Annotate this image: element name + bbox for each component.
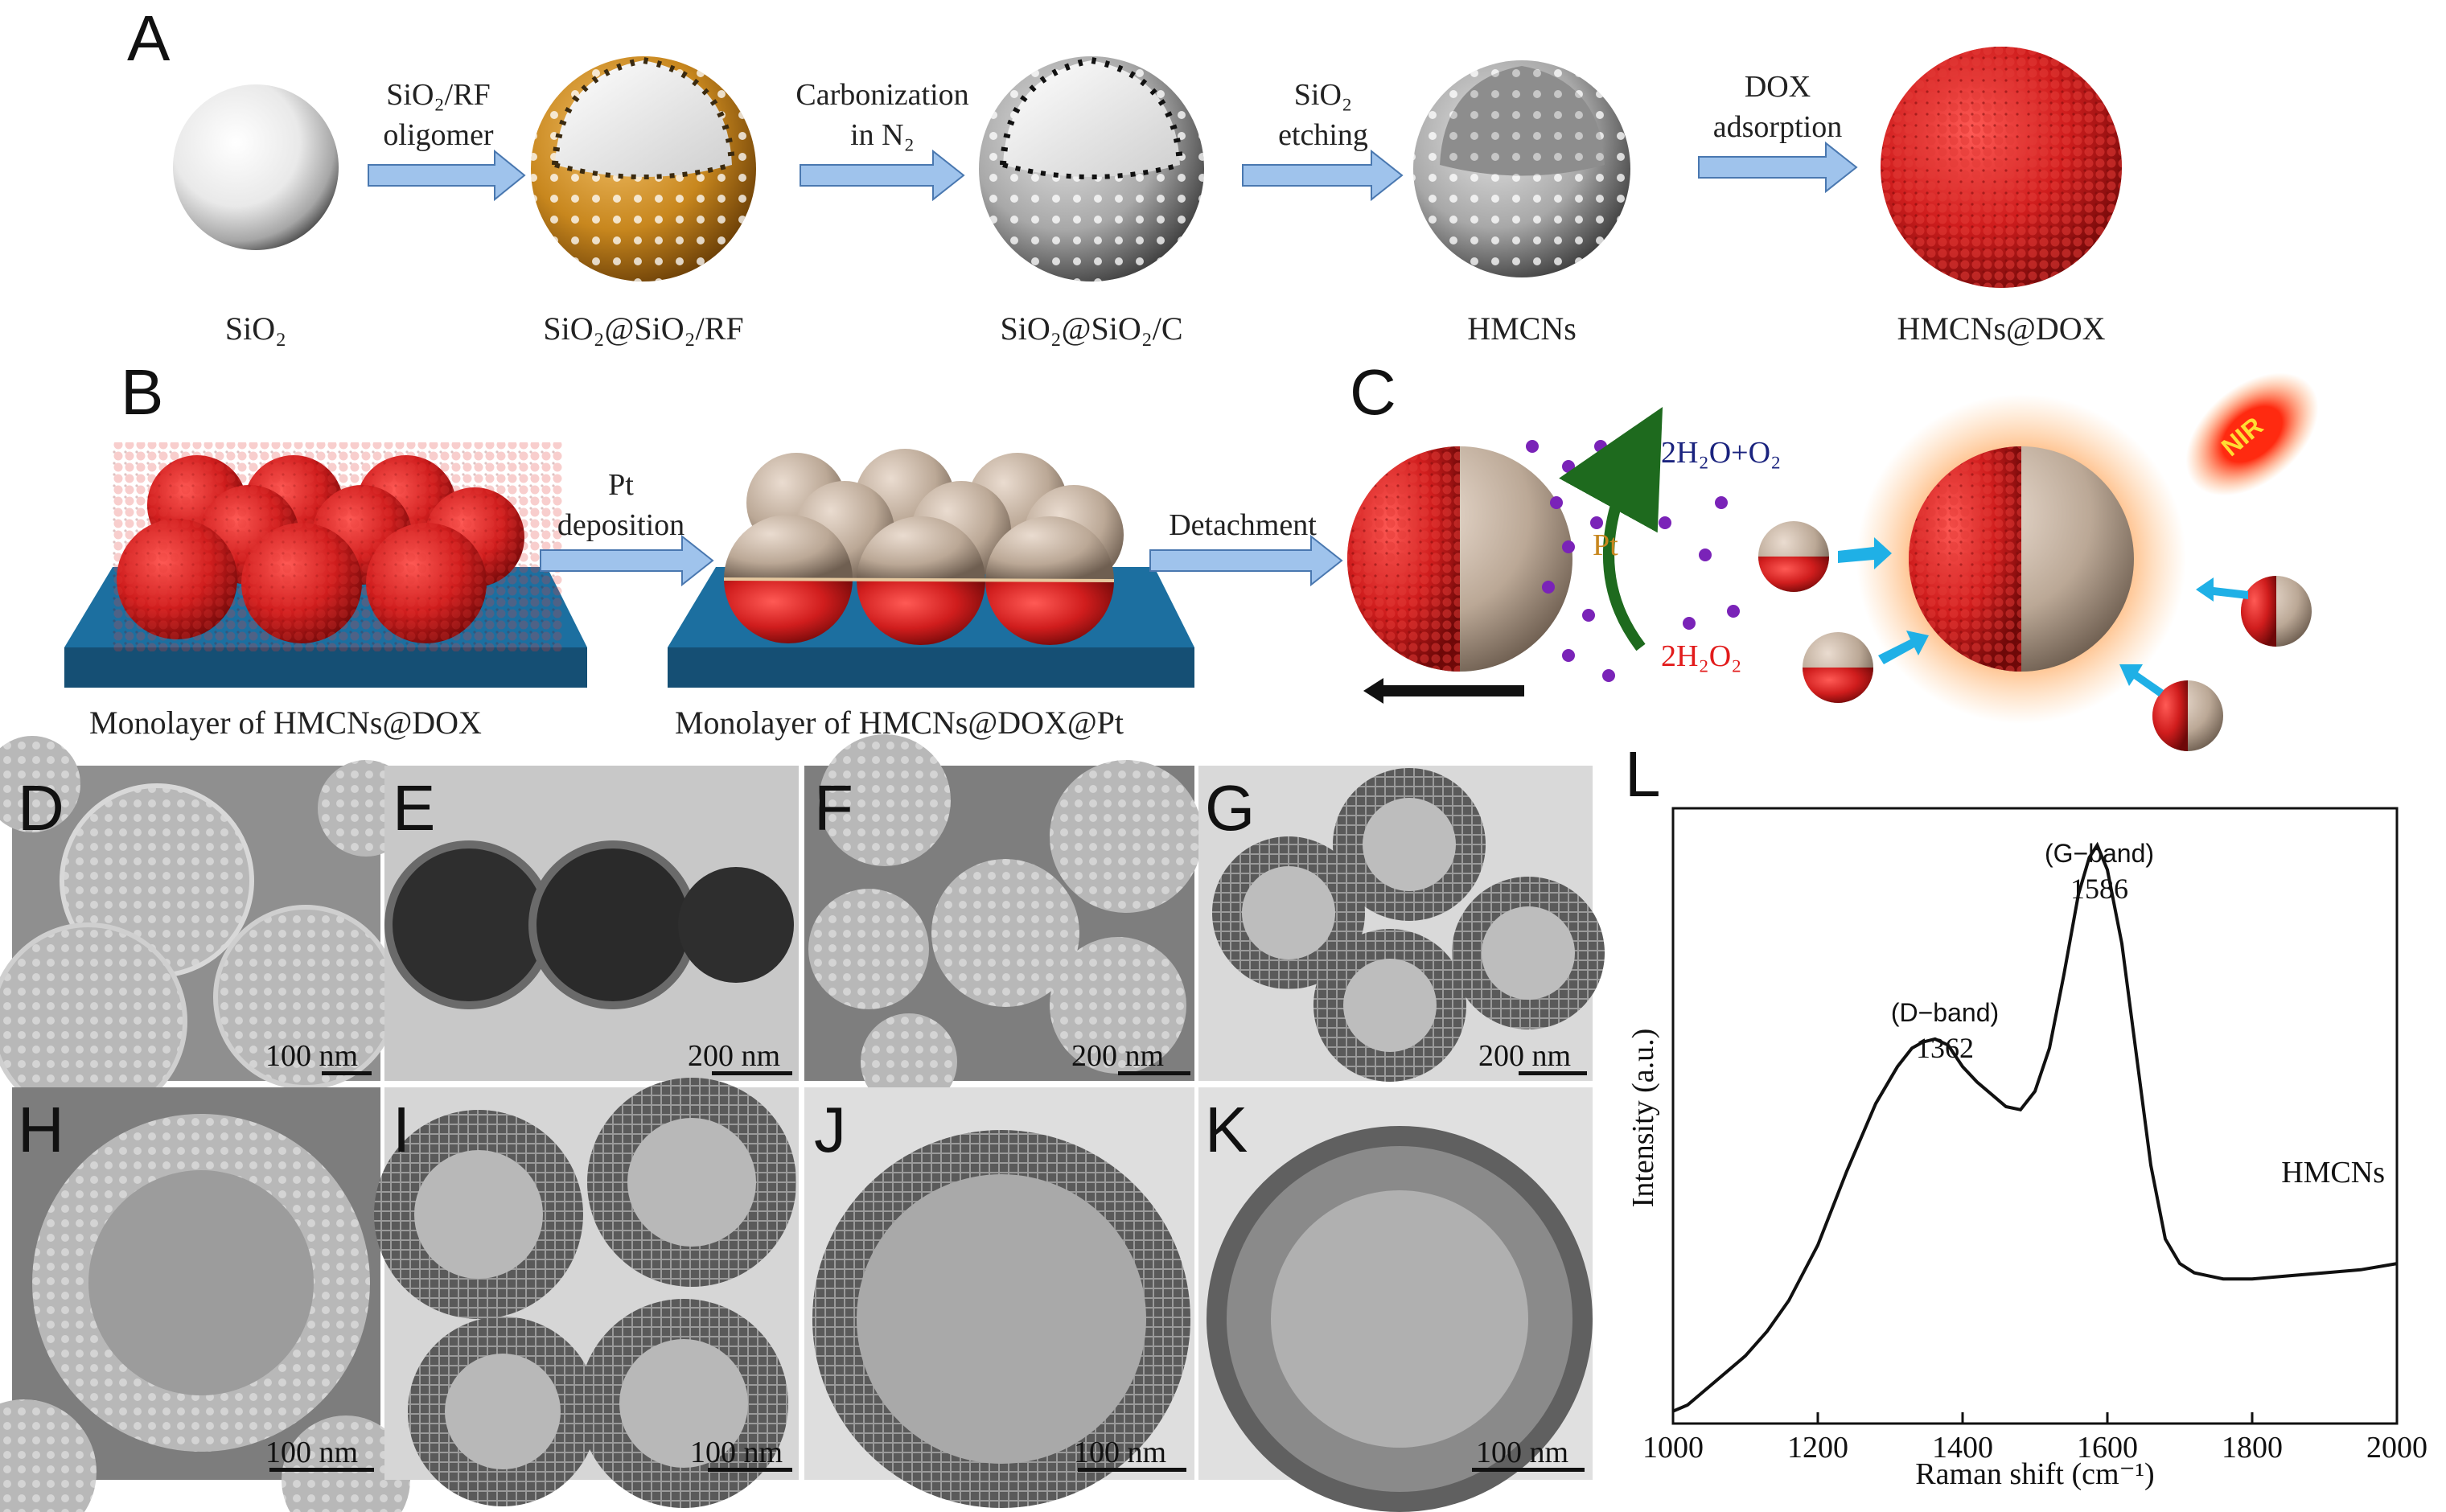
scalebar-e-label: 200 nm	[688, 1039, 780, 1073]
raman-chart: 1000 1200 1400 1600 1800 2000 Raman shift (cm…	[1626, 807, 2428, 1491]
scalebar-h-label: 100 nm	[265, 1436, 358, 1469]
caption-hmcns: HMCNs	[1467, 310, 1577, 347]
nir-source	[2185, 372, 2319, 496]
small-motor-4	[2152, 680, 2223, 751]
pt-label-1: Pt	[608, 468, 634, 502]
x-tick-label-2000: 2000	[2366, 1431, 2428, 1465]
x-tick-label-1600: 1600	[2077, 1431, 2138, 1465]
x-axis-label: Raman shift (cm⁻¹)	[1915, 1457, 2154, 1491]
janus-motor-large	[1347, 446, 1572, 672]
micrograph-i	[374, 1078, 799, 1508]
scalebar-g: 200 nm	[1478, 1039, 1587, 1075]
panel-label-e: E	[393, 772, 435, 844]
panel-label-f: F	[814, 772, 853, 844]
scalebar-i-label: 100 nm	[690, 1436, 783, 1469]
scalebar-d: 100 nm	[265, 1039, 372, 1075]
silica-sphere	[173, 84, 339, 250]
scalebar-k-label: 100 nm	[1476, 1436, 1568, 1469]
scalebar-e: 200 nm	[688, 1039, 792, 1075]
panel-label-l: L	[1625, 738, 1661, 810]
panel-label-k: K	[1205, 1094, 1248, 1165]
scalebar-i: 100 nm	[690, 1436, 792, 1472]
micrograph-k	[1198, 1087, 1593, 1512]
rf-coated-sphere	[531, 56, 756, 281]
micrograph-d	[0, 736, 414, 1120]
caption-sio2-c: SiO₂@SiO₂/C	[1000, 310, 1182, 347]
substrate-monolayer-dox	[64, 442, 587, 688]
scalebar-j: 100 nm	[1074, 1436, 1186, 1472]
dox-loaded-sphere	[1881, 47, 2122, 288]
step3-label-1: SiO₂	[1294, 78, 1352, 112]
step2-label-2: in N₂	[850, 118, 915, 152]
panel-label-j: J	[814, 1094, 846, 1165]
substrate-monolayer-pt	[668, 449, 1194, 688]
micrograph-j	[804, 1087, 1194, 1508]
scalebar-g-label: 200 nm	[1478, 1039, 1571, 1073]
x-tick-label-1200: 1200	[1787, 1431, 1848, 1465]
panel-label-g: G	[1205, 772, 1255, 844]
pt-label-2: deposition	[557, 508, 684, 542]
arrow-step2	[800, 149, 965, 202]
step3-label-2: etching	[1278, 118, 1368, 152]
step1-label-1: SiO₂/RF	[386, 78, 490, 112]
step1-label-2: oligomer	[383, 118, 494, 152]
panel-label-c: C	[1350, 356, 1396, 428]
y-axis-label: Intensity (a.u.)	[1626, 1029, 1660, 1208]
small-motor-1	[1758, 521, 1829, 592]
caption-monolayer-pt: Monolayer of HMCNs@DOX@Pt	[675, 705, 1124, 741]
arrow-step4	[1698, 141, 1858, 194]
x-tick-label-1800: 1800	[2222, 1431, 2283, 1465]
blue-approach-arrows	[1838, 537, 2248, 696]
x-tick-label-1000: 1000	[1642, 1431, 1704, 1465]
carbonized-sphere	[979, 56, 1204, 281]
panel-label-i: I	[393, 1094, 410, 1165]
product-label: 2H₂O+O₂	[1661, 436, 1781, 470]
panel-label-h: H	[18, 1094, 64, 1165]
step4-label-1: DOX	[1745, 70, 1811, 104]
arrow-step3	[1242, 149, 1404, 202]
plot-frame	[1671, 807, 2399, 1425]
d-band-label: (D−band)	[1891, 998, 1999, 1027]
micrograph-h	[0, 1087, 410, 1512]
motion-arrow	[1363, 678, 1524, 704]
g-band-label: (G−band)	[2045, 839, 2154, 868]
catalyst-label: Pt	[1593, 528, 1618, 562]
detachment-label: Detachment	[1169, 508, 1317, 542]
reactant-label: 2H₂O₂	[1661, 639, 1741, 673]
small-motor-3	[2241, 576, 2312, 647]
step4-label-2: adsorption	[1713, 110, 1842, 144]
caption-sio2-rf: SiO₂@SiO₂/RF	[543, 310, 743, 347]
scalebar-j-label: 100 nm	[1074, 1436, 1166, 1469]
reaction-arrow	[1559, 406, 1663, 651]
arrow-detachment	[1149, 534, 1343, 587]
x-axis-ticks: 1000 1200 1400 1600 1800 2000	[1642, 1412, 2428, 1465]
panel-label-b: B	[121, 356, 163, 428]
x-tick-label-1400: 1400	[1932, 1431, 1993, 1465]
arrow-step1	[368, 149, 526, 202]
d-band-value: 1362	[1916, 1032, 1974, 1064]
series-label: HMCNs	[2281, 1156, 2385, 1189]
micrograph-e	[384, 766, 799, 1081]
scalebar-k: 100 nm	[1472, 1436, 1585, 1472]
caption-monolayer-dox: Monolayer of HMCNs@DOX	[89, 705, 482, 741]
step2-label-1: Carbonization	[795, 78, 968, 112]
small-motor-2	[1803, 632, 1873, 703]
scalebar-h: 100 nm	[265, 1436, 374, 1472]
caption-sio2: SiO₂	[225, 310, 286, 347]
scalebar-f-label: 200 nm	[1071, 1039, 1164, 1073]
arrow-pt-deposition	[540, 534, 714, 587]
raman-spectrum-line	[1672, 841, 2398, 1413]
scalebar-d-label: 100 nm	[265, 1039, 358, 1073]
g-band-value: 1586	[2070, 873, 2128, 905]
panel-label-d: D	[18, 772, 64, 844]
scalebar-f: 200 nm	[1071, 1039, 1190, 1075]
micrograph-g	[1198, 766, 1605, 1082]
caption-hmcns-dox: HMCNs@DOX	[1897, 310, 2105, 347]
janus-motor-target	[1909, 446, 2134, 672]
hmcn-sphere	[1413, 60, 1630, 277]
micrograph-f	[804, 734, 1202, 1110]
panel-label-a: A	[127, 2, 171, 74]
